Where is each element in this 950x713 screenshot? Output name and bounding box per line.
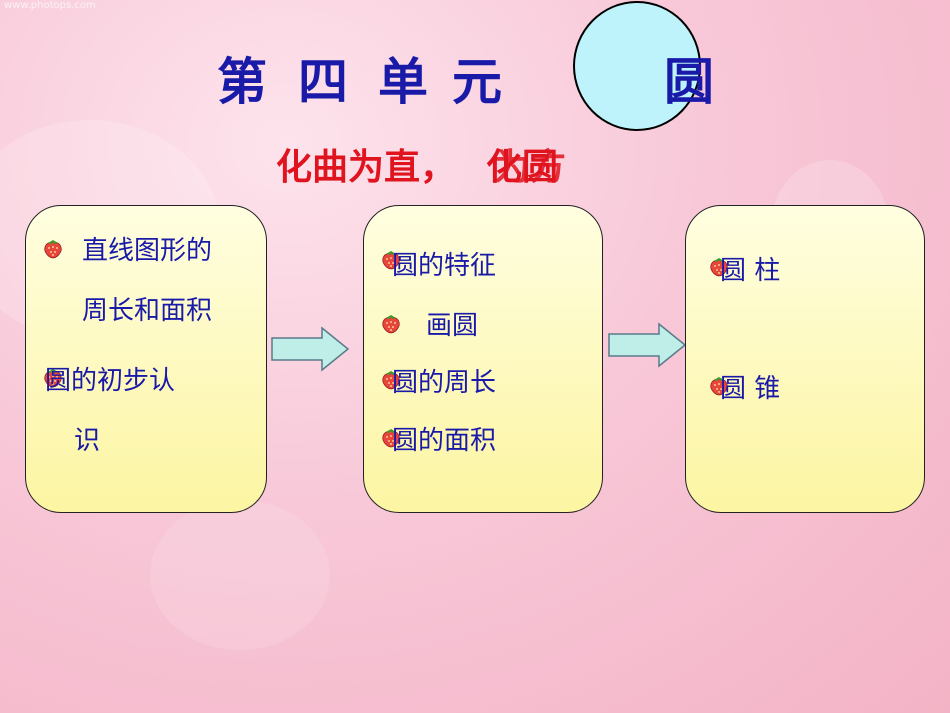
subtitle-overlap-b: 为方: [494, 146, 567, 188]
topic-box-2: [363, 205, 603, 513]
right-arrow-icon: [271, 326, 350, 372]
title-char: 元: [452, 52, 502, 111]
box3-item: 圆 柱: [720, 256, 781, 286]
box3-item: 圆 锥: [720, 374, 781, 404]
box2-item: 画圆: [426, 311, 479, 341]
subtitle-overlap-a: 化圆: [486, 146, 559, 188]
title-circle-char: 圆: [664, 52, 714, 111]
subtitle-main: 化曲为直，: [276, 146, 457, 188]
title-char: 单: [378, 52, 428, 111]
right-arrow-icon: [608, 322, 687, 368]
box2-item: 圆的周长: [392, 368, 497, 398]
box1-item: 识: [74, 426, 101, 456]
box2-item: 圆的特征: [392, 251, 497, 281]
topic-box-1: [25, 205, 267, 513]
box1-item: 周长和面积: [82, 296, 213, 326]
box1-item: 直线图形的: [82, 236, 213, 266]
strawberry-icon: [44, 239, 62, 259]
title-char: 四: [298, 52, 348, 111]
strawberry-icon: [382, 314, 400, 334]
box2-item: 圆的面积: [392, 426, 497, 456]
title-char: 第: [217, 52, 267, 111]
box1-item: 圆的初步认: [45, 366, 176, 396]
circle-shape: [573, 1, 701, 131]
topic-box-3: [685, 205, 925, 513]
watermark-text: www.photops.com: [4, 0, 96, 11]
